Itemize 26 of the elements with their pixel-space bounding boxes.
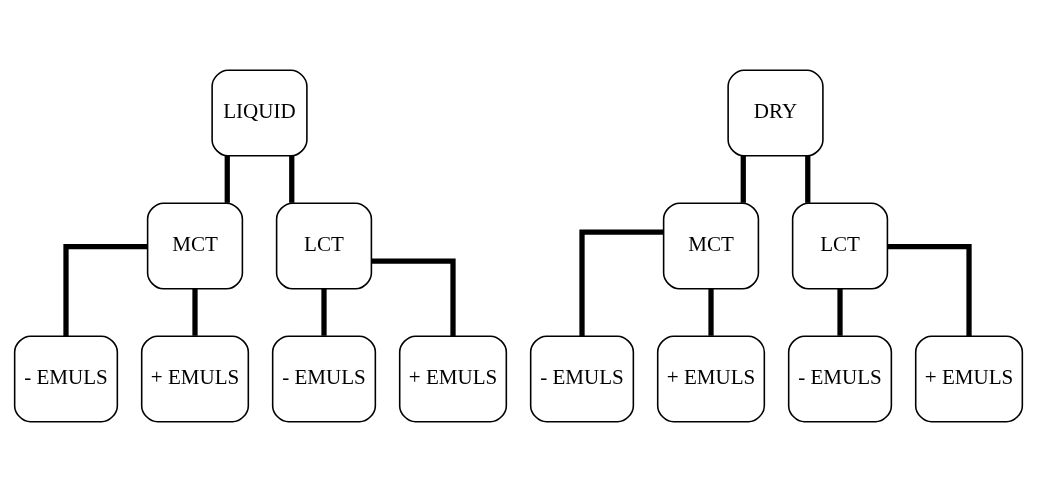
connector: [708, 288, 714, 336]
connector: [224, 155, 230, 203]
node-box: - EMULS: [13, 334, 119, 423]
node-box: MCT: [146, 201, 244, 290]
node-box: - EMULS: [529, 334, 635, 423]
node-box: DRY: [727, 68, 824, 157]
connector: [63, 243, 148, 336]
connector: [321, 288, 327, 336]
node-box: - EMULS: [787, 334, 893, 423]
node-box: + EMULS: [656, 334, 766, 423]
node-box: + EMULS: [914, 334, 1024, 423]
connector: [740, 155, 746, 203]
node-box: LIQUID: [211, 68, 308, 157]
connector: [837, 288, 843, 336]
node-box: LCT: [275, 201, 373, 290]
node-box: LCT: [791, 201, 889, 290]
node-box: MCT: [662, 201, 760, 290]
connector: [579, 229, 664, 336]
connector: [805, 155, 811, 203]
node-box: + EMULS: [140, 334, 250, 423]
node-box: - EMULS: [271, 334, 377, 423]
connector: [192, 288, 198, 336]
connector: [289, 155, 295, 203]
node-box: + EMULS: [398, 334, 508, 423]
connector: [887, 243, 972, 336]
connector: [371, 258, 456, 336]
